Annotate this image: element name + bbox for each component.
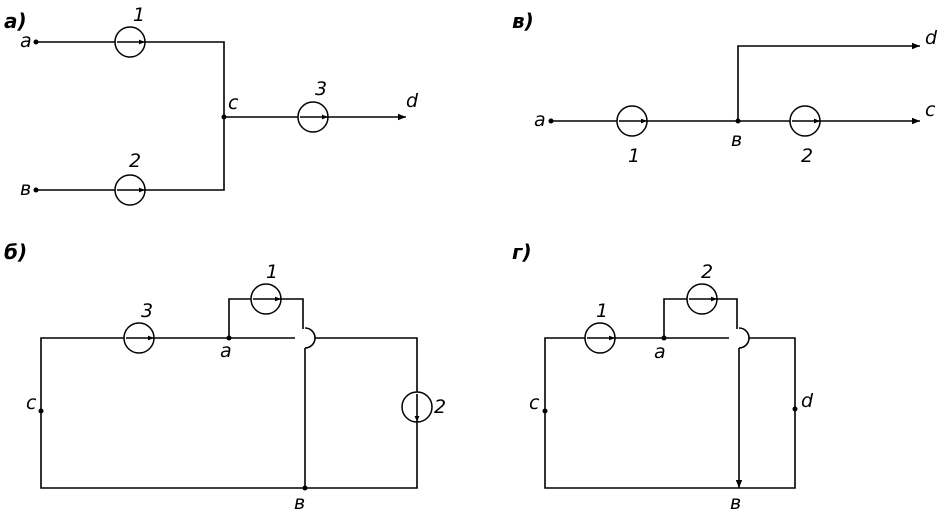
diagram-a: а) a в c d 1 2 3 bbox=[4, 4, 419, 206]
pump-3: 3 bbox=[297, 78, 329, 133]
diagram-b-title: б) bbox=[4, 240, 27, 264]
diagram-b-loop-right bbox=[305, 337, 418, 489]
diagram-g: г) a в c d 1 2 bbox=[512, 240, 814, 514]
node-b-label: в bbox=[731, 129, 742, 151]
pump-1-label: 1 bbox=[628, 145, 640, 167]
pump-2: 2 bbox=[401, 391, 446, 423]
node-d-label: d bbox=[925, 27, 938, 49]
node-c-label: c bbox=[26, 392, 37, 414]
node-b-dot bbox=[302, 485, 308, 491]
pump-2-label: 2 bbox=[801, 145, 813, 167]
node-d-dot bbox=[792, 406, 798, 412]
node-a-dot bbox=[548, 118, 554, 124]
node-a-dot bbox=[661, 335, 667, 341]
diagram-v-title: в) bbox=[512, 9, 534, 33]
pump-3-label: 3 bbox=[141, 300, 153, 322]
pump-2: 2 bbox=[114, 150, 146, 206]
diagram-b-loop-left bbox=[40, 337, 305, 489]
pump-2: 2 bbox=[789, 105, 821, 167]
diagram-a-pipe-upper bbox=[36, 41, 225, 117]
pump-1-label: 1 bbox=[133, 4, 145, 26]
diagram-a-title: а) bbox=[4, 9, 27, 33]
diagram-v-branch-d bbox=[737, 42, 920, 121]
node-c-dot bbox=[221, 114, 227, 120]
pump-3: 3 bbox=[123, 300, 155, 354]
node-c-label: c bbox=[925, 99, 936, 121]
diagram-a-pipe-lower bbox=[36, 117, 225, 191]
diagram-g-crossover bbox=[738, 327, 750, 349]
pump-1: 1 bbox=[584, 300, 616, 354]
diagram-v: в) a в c d 1 2 bbox=[512, 9, 938, 167]
node-c-dot bbox=[542, 408, 548, 414]
pump-2-label: 2 bbox=[701, 261, 713, 283]
node-b-label: в bbox=[730, 492, 741, 514]
pump-3-label: 3 bbox=[315, 78, 327, 100]
diagram-g-loop-left bbox=[544, 337, 739, 489]
node-b-dot bbox=[33, 187, 39, 193]
pump-1: 1 bbox=[250, 261, 282, 315]
node-b-label: в bbox=[20, 178, 31, 200]
pump-2-label: 2 bbox=[129, 150, 141, 172]
diagram-b-crossover bbox=[304, 327, 316, 349]
node-c-dot bbox=[38, 408, 44, 414]
diagram-b: б) a в c 3 1 2 bbox=[4, 240, 446, 514]
node-c-label: c bbox=[228, 92, 239, 114]
node-a-dot bbox=[33, 39, 39, 45]
pump-1-label: 1 bbox=[266, 261, 278, 283]
pump-1: 1 bbox=[616, 105, 648, 167]
pump-2-label: 2 bbox=[434, 396, 446, 418]
diagram-g-title: г) bbox=[512, 240, 532, 264]
node-b-label: в bbox=[294, 492, 305, 514]
node-a-label: a bbox=[654, 341, 666, 363]
node-a-label: a bbox=[20, 30, 32, 52]
pump-2: 2 bbox=[686, 261, 718, 315]
pump-1-label: 1 bbox=[596, 300, 608, 322]
node-a-label: a bbox=[534, 109, 546, 131]
node-b-dot bbox=[735, 118, 741, 124]
node-d-label: d bbox=[801, 390, 814, 412]
diagram-g-loop-right bbox=[739, 337, 796, 489]
node-c-label: c bbox=[529, 392, 540, 414]
node-a-label: a bbox=[220, 340, 232, 362]
node-d-label: d bbox=[406, 90, 419, 112]
node-a-dot bbox=[226, 335, 232, 341]
pump-1: 1 bbox=[114, 4, 146, 58]
